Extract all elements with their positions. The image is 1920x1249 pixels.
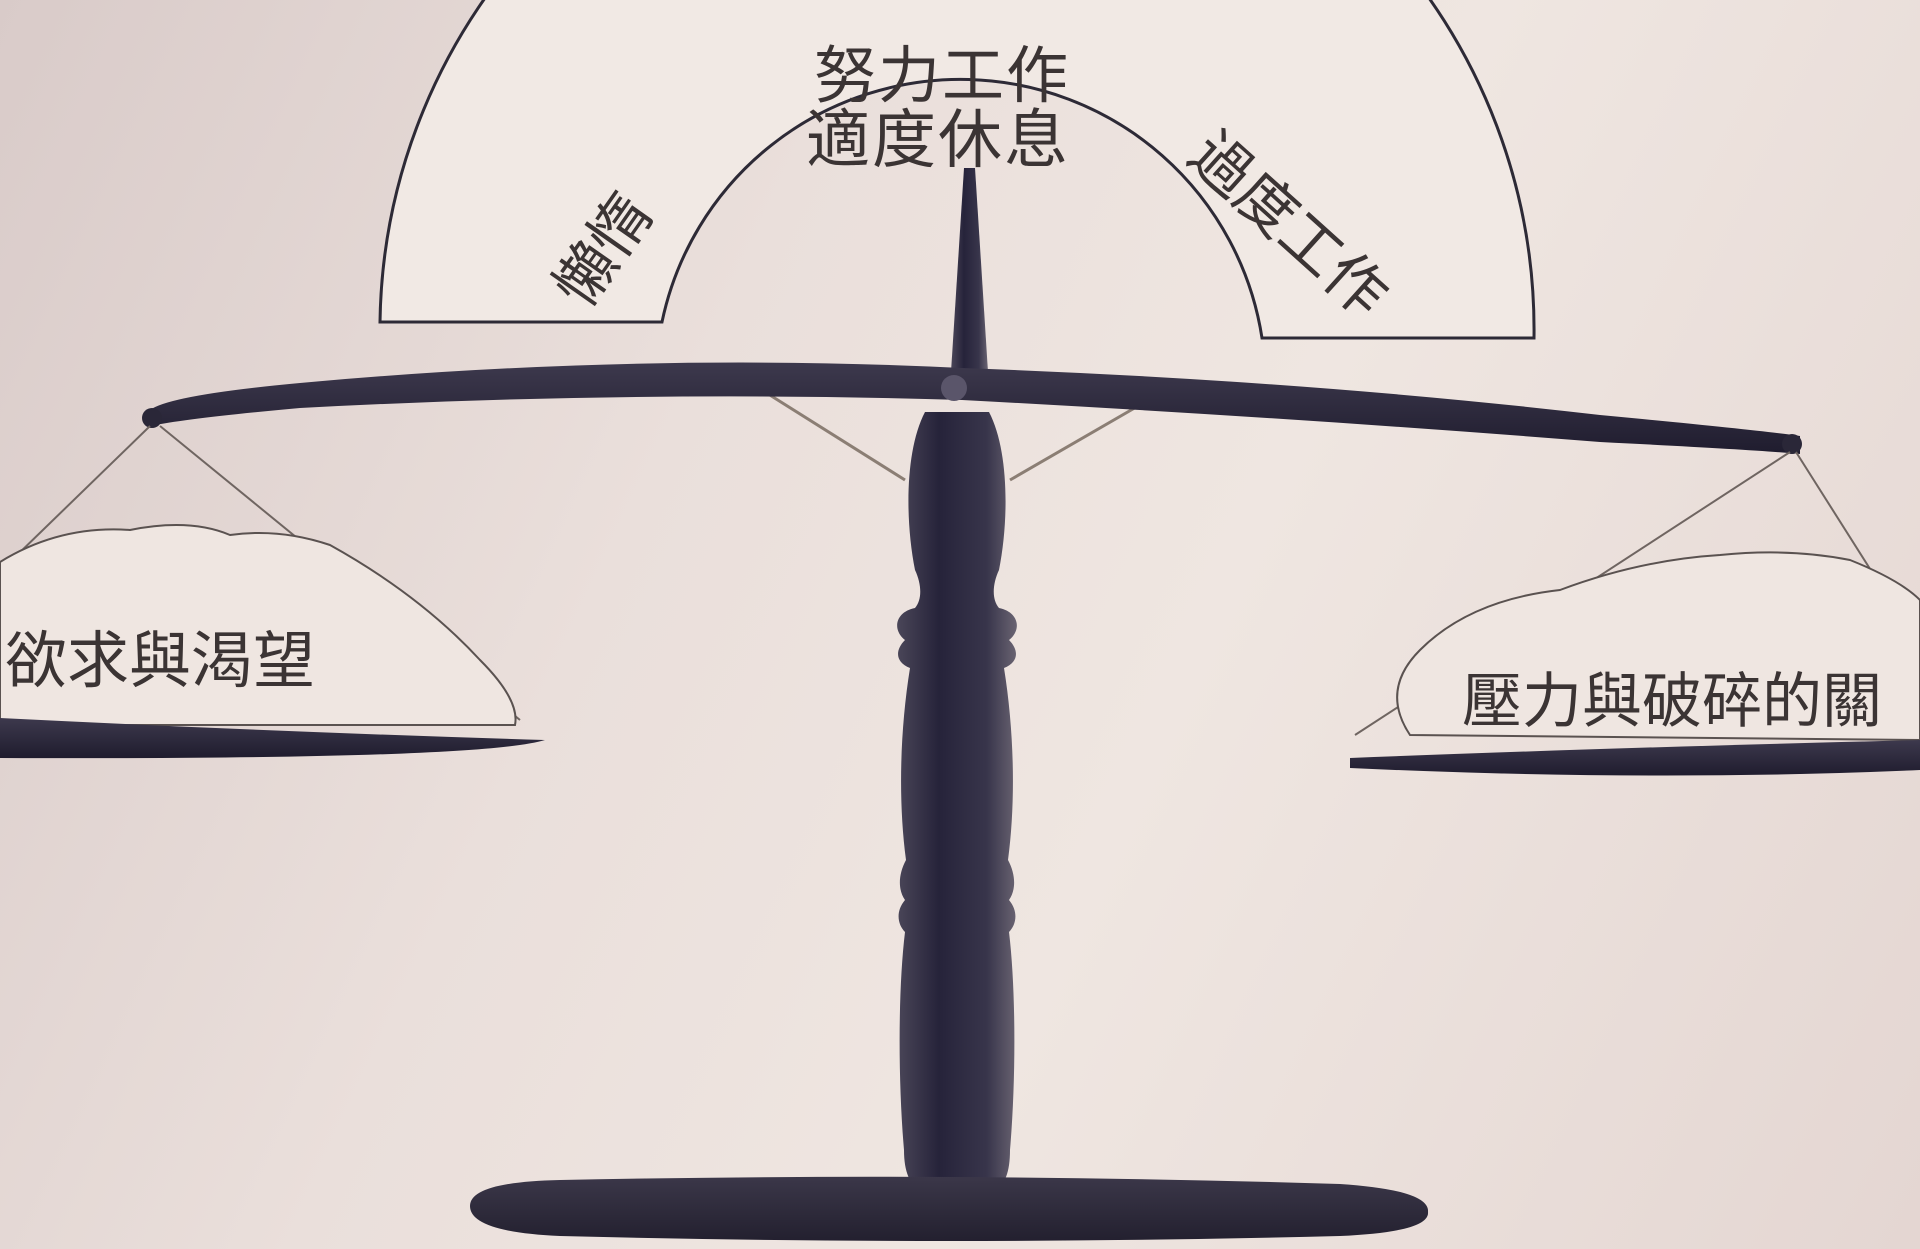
beam-pivot xyxy=(941,375,967,401)
balance-beam xyxy=(150,362,1800,454)
pointer-needle xyxy=(951,168,988,372)
right-pan-load xyxy=(1396,551,1920,742)
right-pan-dish xyxy=(1350,740,1920,776)
right-pan-label: 壓力與破碎的關 xyxy=(1462,667,1882,737)
support-string-right xyxy=(1009,400,1146,482)
scale-post xyxy=(897,412,1017,1190)
arc-scale-band xyxy=(378,0,1536,340)
support-string-left xyxy=(764,390,906,482)
left-pan-label: 欲求與渴望 xyxy=(5,624,315,697)
beam-end-knob-right xyxy=(1782,434,1802,454)
left-pan-dish xyxy=(0,718,545,759)
arc-label-center-bottom: 適度休息 xyxy=(806,104,1070,178)
left-pan-string-outer xyxy=(11,425,151,561)
beam-end-knob-left xyxy=(142,408,162,428)
left-pan-load xyxy=(0,524,517,726)
arc-label-center-top: 努力工作 xyxy=(814,39,1070,112)
scale-base xyxy=(470,1176,1429,1241)
